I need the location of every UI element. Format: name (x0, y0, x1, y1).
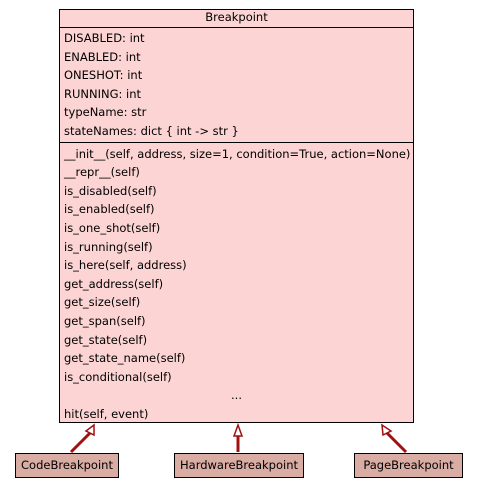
method-get-state-name: get_state_name(self) (64, 351, 186, 366)
attribute-disabled: DISABLED: int (64, 31, 145, 45)
method-get-address: get_address(self) (64, 276, 164, 291)
inheritance-arrow-hardware (232, 422, 244, 452)
page-breakpoint-class: PageBreakpoint (354, 453, 463, 478)
method-get-span: get_span(self) (64, 313, 146, 328)
methods-compartment: __init__(self, address, size=1, conditio… (60, 143, 413, 424)
method-hit: hit(self, event) (64, 406, 149, 421)
inheritance-arrow-code (69, 423, 95, 454)
attribute-statenames: stateNames: dict { int -> str } (64, 123, 239, 138)
method-init: __init__(self, address, size=1, conditio… (64, 146, 411, 161)
hardware-breakpoint-class: HardwareBreakpoint (174, 453, 304, 478)
method-is-running: is_running(self) (64, 239, 153, 254)
method-is-disabled: is_disabled(self) (64, 183, 157, 198)
attribute-oneshot: ONESHOT: int (64, 68, 143, 83)
attributes-compartment: DISABLED: int ENABLED: int ONESHOT: int … (60, 28, 413, 143)
method-is-here: is_here(self, address) (64, 258, 187, 273)
attribute-enabled: ENABLED: int (64, 49, 141, 64)
method-is-one-shot: is_one_shot(self) (64, 220, 161, 235)
inheritance-arrow-page (381, 423, 408, 454)
method-get-state: get_state(self) (64, 332, 148, 347)
method-is-enabled: is_enabled(self) (64, 202, 155, 217)
attribute-running: RUNNING: int (64, 86, 142, 101)
class-name: Breakpoint (60, 10, 413, 28)
code-breakpoint-class: CodeBreakpoint (15, 453, 119, 478)
method-get-size: get_size(self) (64, 295, 141, 310)
attribute-typename: typeName: str (64, 105, 147, 120)
breakpoint-class-box: Breakpoint DISABLED: int ENABLED: int ON… (59, 9, 414, 423)
method-is-conditional: is_conditional(self) (64, 369, 172, 384)
methods-ellipsis: ... (231, 388, 242, 403)
method-repr: __repr__(self) (64, 165, 140, 180)
